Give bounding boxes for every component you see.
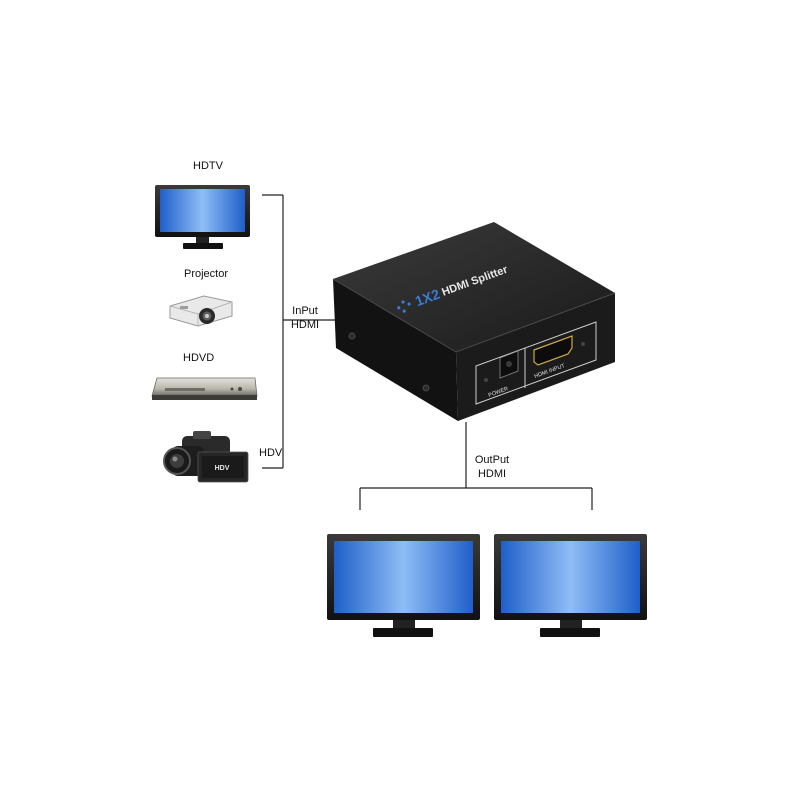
projector-icon <box>169 295 233 327</box>
camcorder-icon <box>163 431 249 483</box>
input-label-line2: HDMI <box>290 319 320 331</box>
input-connector-lines <box>262 194 338 469</box>
camcorder-badge: HDV <box>215 465 230 472</box>
splitter-screw-icon <box>348 332 356 340</box>
output-monitor-right-icon <box>494 534 647 637</box>
output-monitor-left-icon <box>327 534 480 637</box>
led-indicator-icon <box>484 378 488 382</box>
output-label-line2: HDMI <box>477 468 507 480</box>
output-label-line1: OutPut <box>474 454 510 466</box>
hdvd-label: HDVD <box>183 352 215 364</box>
hdmi-port-icon <box>533 335 573 366</box>
hdv-label: HDV <box>259 447 283 459</box>
input-label-line1: InPut <box>292 305 318 317</box>
led-indicator-icon <box>581 342 585 346</box>
hdtv-label: HDTV <box>193 160 223 172</box>
projector-label: Projector <box>184 268 229 280</box>
splitter-top-face <box>333 222 615 352</box>
hdmi-splitter-device <box>332 222 616 421</box>
output-hdmi-label: OutPut HDMI <box>472 453 512 481</box>
splitter-port-panel <box>475 321 597 405</box>
dvd-player-icon <box>151 377 258 400</box>
output-connector-lines <box>359 422 593 510</box>
input-hdmi-label: InPut HDMI <box>288 304 322 332</box>
splitter-screw-icon <box>422 384 430 392</box>
hdtv-monitor-icon <box>155 185 250 249</box>
